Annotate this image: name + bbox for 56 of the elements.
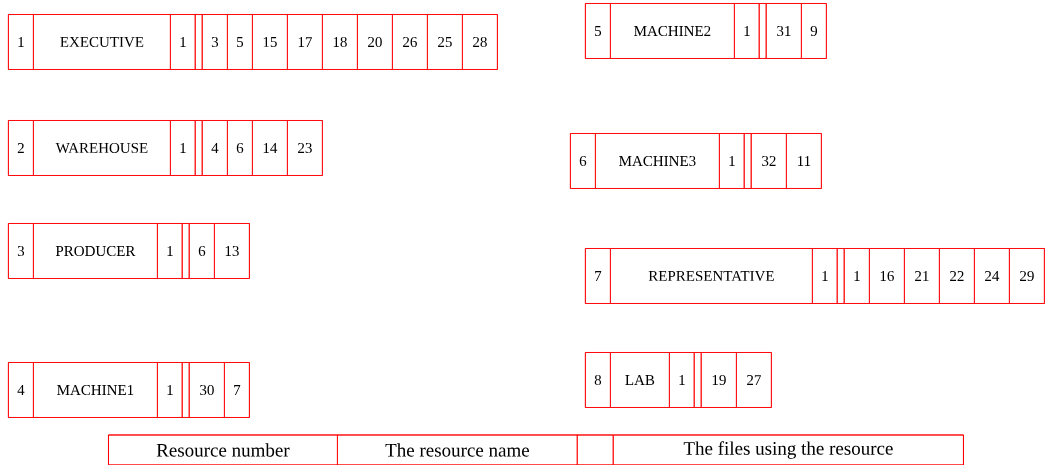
table-cell: 29 bbox=[1009, 248, 1045, 304]
table-cell: 30 bbox=[189, 362, 225, 418]
table-cell: 6 bbox=[227, 120, 253, 176]
table-cell: 24 bbox=[974, 248, 1010, 304]
table-cell: 4 bbox=[202, 120, 228, 176]
table-cell: 3 bbox=[202, 14, 228, 70]
table-cell: MACHINE3 bbox=[595, 133, 720, 189]
table-cell: 6 bbox=[189, 223, 215, 279]
table-cell: 26 bbox=[392, 14, 428, 70]
table-cell: 27 bbox=[736, 352, 772, 408]
table-cell: 1 bbox=[170, 120, 196, 176]
table-cell: 7 bbox=[585, 248, 611, 304]
table-cell: 14 bbox=[252, 120, 288, 176]
table-cell: 5 bbox=[227, 14, 253, 70]
table-cell: 11 bbox=[786, 133, 822, 189]
table-cell: 1 bbox=[734, 3, 760, 59]
table-cell: 1 bbox=[170, 14, 196, 70]
table-cell: 7 bbox=[224, 362, 250, 418]
table-cell: 1 bbox=[8, 14, 34, 70]
table-cell: 32 bbox=[751, 133, 787, 189]
table-cell: 5 bbox=[585, 3, 611, 59]
table-cell: 9 bbox=[801, 3, 827, 59]
table-cell: 19 bbox=[701, 352, 737, 408]
table-cell: 15 bbox=[252, 14, 288, 70]
table-cell: 1 bbox=[669, 352, 695, 408]
table-cell: MACHINE2 bbox=[610, 3, 735, 59]
table-cell: The resource name bbox=[337, 434, 578, 465]
table-cell: 28 bbox=[462, 14, 498, 70]
table-cell: 1 bbox=[719, 133, 745, 189]
table-cell: 20 bbox=[357, 14, 393, 70]
table-cell: The files using the resource bbox=[613, 434, 964, 465]
table-cell: 17 bbox=[287, 14, 323, 70]
table-cell: 4 bbox=[8, 362, 34, 418]
table-cell: WAREHOUSE bbox=[33, 120, 171, 176]
table-cell: 16 bbox=[869, 248, 905, 304]
table-cell: 1 bbox=[812, 248, 838, 304]
table-cell: 25 bbox=[427, 14, 463, 70]
table-cell: 31 bbox=[766, 3, 802, 59]
table-cell: 3 bbox=[8, 223, 34, 279]
table-cell: 18 bbox=[322, 14, 358, 70]
table-cell: Resource number bbox=[108, 434, 338, 465]
table-cell: 22 bbox=[939, 248, 975, 304]
table-cell: 1 bbox=[157, 362, 183, 418]
table-cell: PRODUCER bbox=[33, 223, 158, 279]
table-cell: 23 bbox=[287, 120, 323, 176]
table-cell: REPRESENTATIVE bbox=[610, 248, 813, 304]
table-cell: 21 bbox=[904, 248, 940, 304]
table-cell: MACHINE1 bbox=[33, 362, 158, 418]
table-cell: 1 bbox=[157, 223, 183, 279]
table-cell: 2 bbox=[8, 120, 34, 176]
table-cell: 8 bbox=[585, 352, 611, 408]
table-cell: 6 bbox=[570, 133, 596, 189]
table-cell: 1 bbox=[844, 248, 870, 304]
table-cell: LAB bbox=[610, 352, 670, 408]
table-cell: 13 bbox=[214, 223, 250, 279]
table-cell: EXECUTIVE bbox=[33, 14, 171, 70]
